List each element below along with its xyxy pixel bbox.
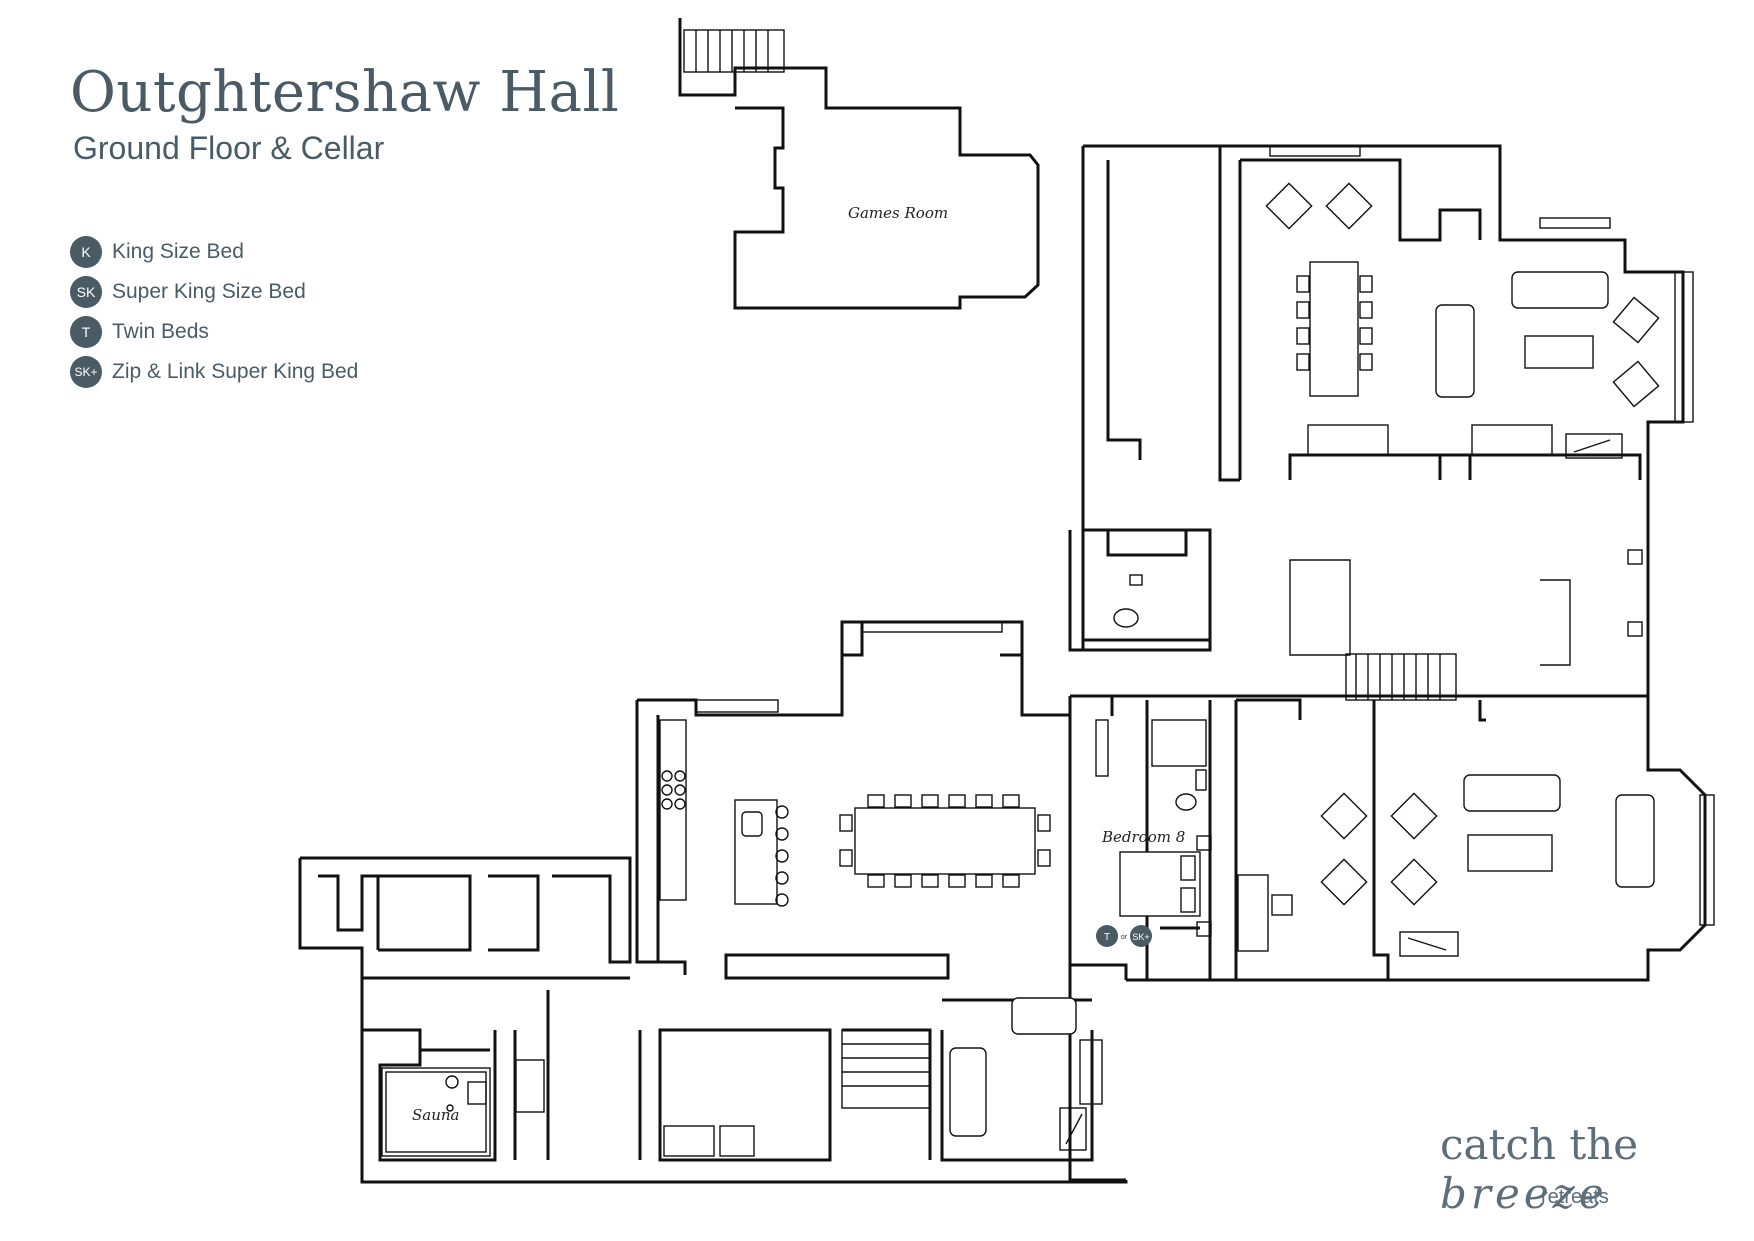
games-room-label: Games Room <box>848 204 948 222</box>
legend-item-twin: T Twin Beds <box>70 312 358 352</box>
legend-badge-twin: T <box>70 316 102 348</box>
page-subtitle: Ground Floor & Cellar <box>73 130 385 166</box>
bed-tag-twin <box>1096 925 1118 947</box>
legend-item-king: K King Size Bed <box>70 232 358 272</box>
bed-tag-zip-link-text: SK+ <box>1132 932 1149 942</box>
legend-item-super-king: SK Super King Size Bed <box>70 272 358 312</box>
sauna-label: Sauna <box>412 1106 459 1124</box>
legend-badge-king: K <box>70 236 102 268</box>
bed-tag-twin-text: T <box>1104 932 1110 943</box>
dining-chairs-kitchen <box>839 794 1051 888</box>
west-wing: Sauna <box>298 856 1128 1184</box>
dining-chairs-east <box>1296 275 1373 371</box>
kitchen-dining <box>635 620 1126 1182</box>
legend-label-super-king: Super King Size Bed <box>112 280 306 303</box>
page-title: Outghtershaw Hall <box>70 60 620 125</box>
lounge-bedroom-block: Bedroom 8 T or SK+ <box>1068 694 1715 982</box>
legend: K King Size Bed SK Super King Size Bed T… <box>70 232 358 392</box>
bed-tag-zip-link <box>1130 925 1152 947</box>
east-wing <box>1070 144 1694 696</box>
games-room-block: Games Room <box>678 18 1040 310</box>
legend-badge-super-king: SK <box>70 276 102 308</box>
legend-item-zip-link: SK+ Zip & Link Super King Bed <box>70 352 358 392</box>
bed-tag-or-text: or <box>1121 934 1128 941</box>
central-hall <box>1068 528 1643 701</box>
bedroom-8-label: Bedroom 8 <box>1101 828 1185 846</box>
legend-label-twin: Twin Beds <box>112 320 209 343</box>
legend-label-king: King Size Bed <box>112 240 244 263</box>
legend-badge-zip-link: SK+ <box>70 356 102 388</box>
brand-name-italic: breeze <box>1440 1169 1608 1218</box>
legend-label-zip-link: Zip & Link Super King Bed <box>112 360 359 383</box>
brand-tagline: retreats <box>1541 1186 1609 1208</box>
brand-logo: catch the breeze <box>1440 1120 1754 1218</box>
brand-name-plain: catch the <box>1440 1120 1639 1169</box>
